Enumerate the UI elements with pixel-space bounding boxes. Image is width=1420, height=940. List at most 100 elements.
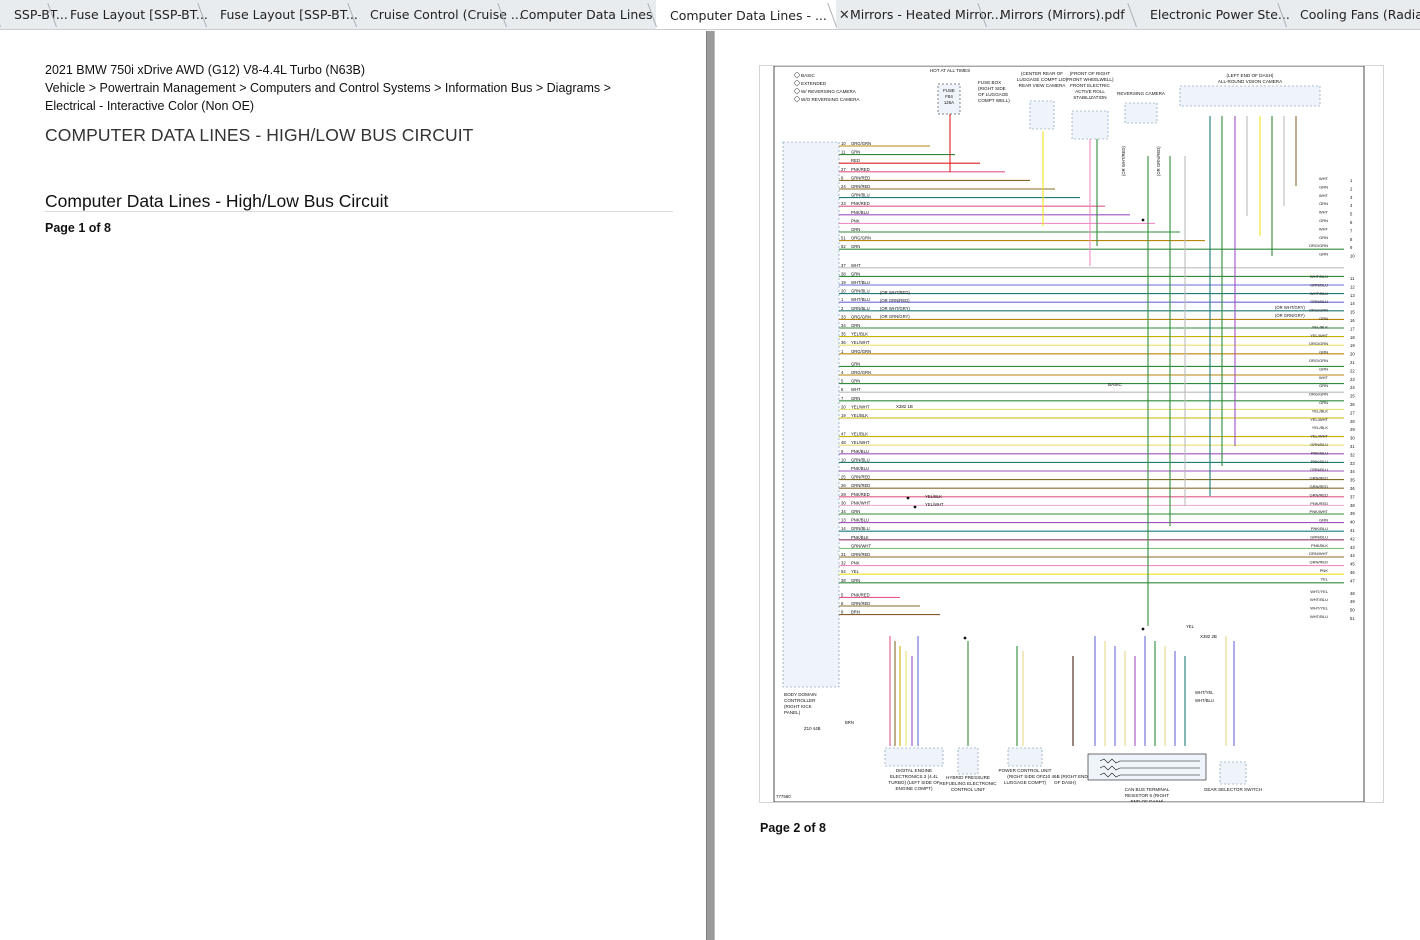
terminal-number: 4 — [1350, 203, 1353, 208]
terminal-number: 41 — [1350, 528, 1355, 533]
tab-8[interactable]: Mirrors (Mirrors).pdf — [986, 0, 1136, 29]
fuse-label: 125A — [944, 100, 954, 105]
pin-number: 19 — [841, 413, 846, 418]
terminal-wire-label: GRN/RED — [1310, 476, 1329, 481]
wire-color-label: ORG/GRN — [851, 370, 871, 375]
pin-number: 32 — [841, 561, 846, 566]
terminal-wire-label: ORG/GRN — [1309, 308, 1328, 313]
terminal-wire-label: GRN — [1319, 235, 1328, 240]
fuse-label: F84 — [945, 94, 953, 99]
fuse-box-label: COMPT WELL) — [978, 98, 1010, 103]
terminal-number: 40 — [1350, 520, 1355, 525]
wire-color-label: WHT/BLU — [851, 297, 870, 302]
terminal-wire-label: GRN — [1319, 518, 1328, 523]
rear-view-camera-label: REAR VIEW CAMERA — [1019, 83, 1067, 88]
pin-number: 35 — [841, 332, 846, 337]
wire-color-label: GRN/RED — [851, 601, 870, 606]
pin-number: 20 — [841, 404, 846, 409]
terminal-wire-label: WHT/BLU — [1310, 597, 1328, 602]
pin-number: 31 — [841, 552, 846, 557]
terminal-number: 7 — [1350, 228, 1353, 233]
pin-number: 6 — [841, 387, 844, 392]
active-roll-stabilization-label: (FRONT OF RIGHT — [1070, 71, 1111, 76]
rear-view-camera-box — [1029, 100, 1055, 130]
power-control-unit-label: LUGGAGE COMPT) — [1004, 780, 1047, 785]
terminal-number: 28 — [1350, 419, 1355, 424]
terminal-number: 35 — [1350, 478, 1355, 483]
terminal-wire-label: WHT — [1319, 226, 1329, 231]
wire-color-label: BRN — [845, 720, 854, 725]
wire-color-label: GRN/BLU — [851, 306, 870, 311]
terminal-wire-label: WHT/BLU — [1310, 274, 1328, 279]
terminal-number: 18 — [1350, 335, 1355, 340]
wire-color-label: GRN — [851, 379, 860, 384]
resistor-symbol — [1099, 772, 1121, 778]
tab-10[interactable]: Cooling Fans (Radiat — [1286, 0, 1420, 29]
pin-number: 10 — [841, 457, 846, 462]
wire-color-label: PNK/RED — [851, 167, 870, 172]
page-title: Computer Data Lines - High/Low Bus Circu… — [45, 191, 389, 211]
splice-dot — [963, 636, 967, 640]
body-domain-controller-label: BODY DOMAIN — [784, 692, 817, 697]
tab-6[interactable]: Computer Data Lines - ...✕ — [656, 0, 850, 29]
terminal-number: 5 — [1350, 212, 1353, 217]
tab-2[interactable]: Fuse Layout [SSP-BT... — [56, 0, 208, 29]
tab-label: Fuse Layout [SSP-BT... — [220, 7, 358, 22]
terminal-wire-label: ORG/GRN — [1309, 243, 1328, 248]
pin-number: 20 — [841, 289, 846, 294]
splice-dot — [1141, 627, 1145, 631]
tab-label: Mirrors (Mirrors).pdf — [1000, 7, 1125, 22]
document-pane-left[interactable]: 2021 BMW 750i xDrive AWD (G12) V8-4.4L T… — [0, 31, 706, 940]
wire-color-label: GRN/BLU — [851, 193, 870, 198]
digital-engine-electronics-label: DIGITAL ENGINE — [896, 768, 932, 773]
pane-splitter[interactable] — [706, 31, 715, 940]
terminal-number: 21 — [1350, 360, 1355, 365]
pin-number: 8 — [841, 175, 844, 180]
wire-color-label: YEL — [851, 569, 860, 574]
terminal-number: 51 — [1350, 616, 1355, 621]
connector-label: X382 2B — [1200, 634, 1217, 639]
wire-color-label: WHT — [851, 263, 861, 268]
terminal-wire-label: GRN/WHT — [1309, 551, 1329, 556]
wire-color-label: PNK — [851, 561, 860, 566]
tab-7[interactable]: Mirrors - Heated Mirror... — [836, 0, 1003, 29]
terminal-number: 47 — [1350, 578, 1355, 583]
terminal-wire-label: GRN — [1319, 252, 1328, 257]
terminal-wire-label: WHT/YEL — [1310, 606, 1329, 611]
legend-item: W/ REVERSING CAMERA — [801, 89, 857, 94]
legend-marker — [794, 88, 800, 94]
tab-9[interactable]: Electronic Power Ste... — [1136, 0, 1290, 29]
pin-number: 51 — [841, 236, 846, 241]
terminal-number: 3 — [1350, 195, 1353, 200]
pin-number: 5 — [841, 592, 844, 597]
pin-number: 5 — [841, 379, 844, 384]
tab-5[interactable]: Computer Data Lines ... — [506, 0, 668, 29]
wire-color-label: ORG/GRN — [851, 349, 871, 354]
reversing-camera-label: REVERSING CAMERA — [1117, 91, 1166, 96]
terminal-wire-label: PNK/BLK — [1311, 543, 1328, 548]
pin-number: 14 — [841, 526, 846, 531]
alternate-color-label: (OR GRN/RED) — [1156, 146, 1161, 176]
terminal-wire-label: PNK/WHT — [1310, 509, 1329, 514]
tab-3[interactable]: Fuse Layout [SSP-BT... — [206, 0, 358, 29]
wire-color-label: GRN/RED — [851, 175, 870, 180]
pin-number: 37 — [841, 263, 846, 268]
terminal-wire-label: GRN/BLU — [1310, 442, 1328, 447]
legend-marker — [794, 80, 800, 86]
wire-color-label: YEL/BLK — [851, 413, 868, 418]
terminal-number: 22 — [1350, 368, 1355, 373]
pin-number: 2 — [841, 306, 844, 311]
hybrid-pressure-refueling-box — [957, 747, 979, 775]
alternate-color-label: (OR GRN/RED) — [880, 298, 910, 303]
tab-4[interactable]: Cruise Control (Cruise ... — [356, 0, 523, 29]
title-divider — [45, 211, 673, 212]
tab-label: Fuse Layout [SSP-BT... — [70, 7, 208, 22]
pin-number: 47 — [841, 432, 846, 437]
wire-color-label: GRN/BLU — [851, 457, 870, 462]
terminal-wire-label: GRN/BLU — [1310, 467, 1328, 472]
wire-color-label: GRN — [851, 150, 860, 155]
terminal-number: 17 — [1350, 326, 1355, 331]
pin-number: 25 — [841, 475, 846, 480]
